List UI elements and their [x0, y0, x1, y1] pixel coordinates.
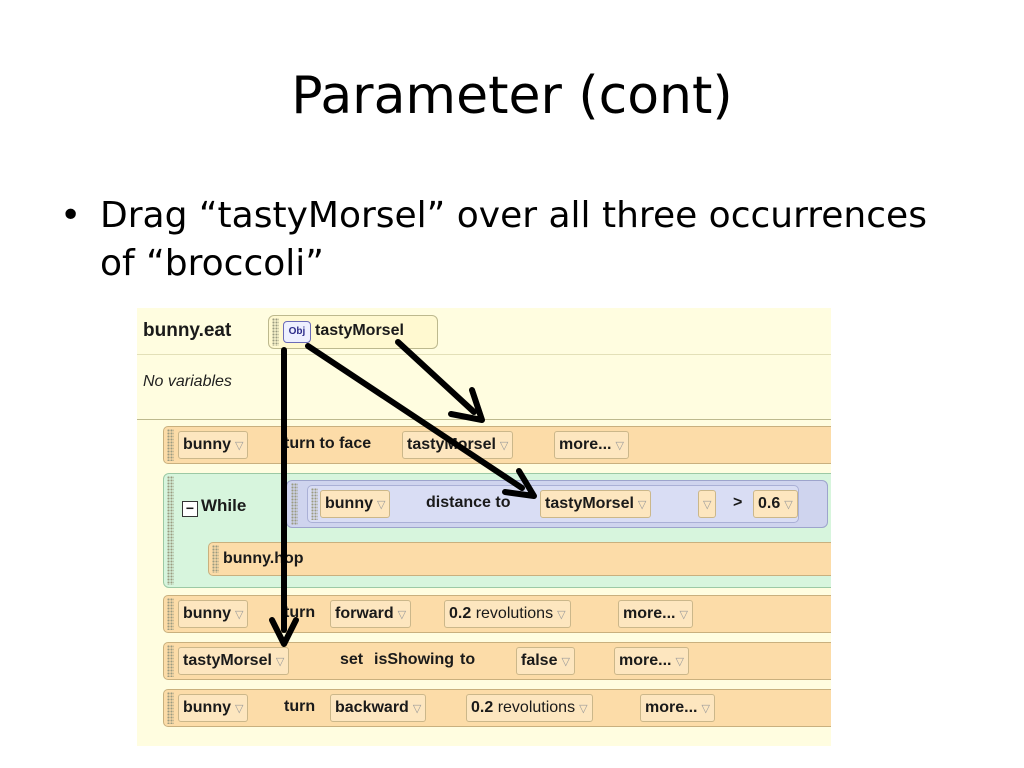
dropdown-arrow-icon: ▽ — [675, 656, 684, 668]
bullet-text: Drag “tastyMorsel” over all three occurr… — [100, 195, 927, 284]
drag-grip[interactable] — [272, 318, 279, 346]
no-variables-label: No variables — [143, 373, 232, 390]
drag-grip[interactable] — [311, 488, 318, 520]
dropdown-arrow-icon: ▽ — [784, 499, 793, 511]
direction-dropdown[interactable]: backward▽ — [330, 694, 427, 722]
drag-grip[interactable] — [212, 545, 219, 573]
statement-turn-backward[interactable]: bunny▽ turn backward▽ 0.2 revolutions▽ m… — [163, 689, 831, 727]
variables-area: No variables — [137, 355, 831, 420]
statement-turn-forward[interactable]: bunny▽ turn forward▽ 0.2 revolutions▽ mo… — [163, 595, 831, 633]
dropdown-arrow-icon: ▽ — [703, 499, 712, 511]
dropdown-arrow-icon: ▽ — [679, 609, 688, 621]
drag-grip[interactable] — [167, 645, 174, 677]
object-dropdown[interactable]: bunny▽ — [320, 490, 391, 518]
more-dropdown[interactable]: more...▽ — [618, 600, 693, 628]
target-dropdown[interactable]: tastyMorsel▽ — [402, 431, 514, 459]
distance-expression[interactable]: bunny▽ distance to tastyMorsel▽ ▽ — [307, 485, 799, 523]
method-editor: bunny.eat Obj tastyMorsel No variables b… — [137, 308, 831, 746]
collapse-icon[interactable]: − — [182, 501, 198, 517]
while-block[interactable]: −While bunny▽ distance to tastyMorsel▽ ▽… — [163, 473, 831, 588]
parameter-tile[interactable]: Obj tastyMorsel — [268, 315, 438, 349]
dropdown-arrow-icon: ▽ — [377, 499, 386, 511]
dropdown-arrow-icon: ▽ — [701, 703, 710, 715]
parameter-name: tastyMorsel — [315, 322, 404, 339]
dropdown-arrow-icon: ▽ — [579, 703, 588, 715]
method-header: bunny.eat Obj tastyMorsel — [137, 308, 831, 355]
comparison-operator: > — [733, 494, 743, 511]
dropdown-arrow-icon: ▽ — [615, 440, 624, 452]
dropdown-arrow-icon: ▽ — [235, 609, 244, 621]
bullet-dot: • — [60, 195, 82, 236]
object-dropdown[interactable]: bunny▽ — [178, 694, 249, 722]
dropdown-arrow-icon: ▽ — [397, 609, 407, 621]
value-dropdown[interactable]: false▽ — [516, 647, 575, 675]
object-dropdown[interactable]: bunny▽ — [178, 431, 249, 459]
drag-grip[interactable] — [167, 429, 174, 461]
object-type-icon: Obj — [283, 321, 311, 343]
statement-turn-to-face[interactable]: bunny▽ turn to face tastyMorsel▽ more...… — [163, 426, 831, 464]
drag-grip[interactable] — [167, 598, 174, 630]
method-label: turn — [284, 604, 316, 621]
dropdown-arrow-icon: ▽ — [561, 656, 570, 668]
more-dropdown[interactable]: more...▽ — [640, 694, 715, 722]
more-dropdown[interactable]: more...▽ — [614, 647, 689, 675]
dropdown-arrow-icon: ▽ — [499, 440, 509, 452]
object-dropdown[interactable]: tastyMorsel▽ — [178, 647, 290, 675]
operand-dropdown[interactable]: ▽ — [698, 490, 717, 518]
drag-grip[interactable] — [167, 476, 174, 585]
amount-dropdown[interactable]: 0.2 revolutions▽ — [466, 694, 593, 722]
set-label: set — [340, 651, 364, 668]
statement-set-isshowing[interactable]: tastyMorsel▽ set isShowing to false▽ mor… — [163, 642, 831, 680]
object-dropdown[interactable]: bunny▽ — [178, 600, 249, 628]
drag-grip[interactable] — [291, 483, 298, 525]
dropdown-arrow-icon: ▽ — [275, 656, 285, 668]
drag-grip[interactable] — [167, 692, 174, 724]
while-condition[interactable]: bunny▽ distance to tastyMorsel▽ ▽ > 0.6▽ — [286, 480, 828, 528]
value-dropdown[interactable]: 0.6▽ — [753, 490, 798, 518]
to-label: to — [460, 651, 476, 668]
method-name: bunny.eat — [143, 320, 232, 341]
more-dropdown[interactable]: more...▽ — [554, 431, 629, 459]
dropdown-arrow-icon: ▽ — [557, 609, 566, 621]
argument-dropdown[interactable]: tastyMorsel▽ — [540, 490, 652, 518]
statement-hop[interactable]: bunny.hop — [208, 542, 831, 576]
dropdown-arrow-icon: ▽ — [235, 703, 244, 715]
dropdown-arrow-icon: ▽ — [235, 440, 244, 452]
method-call-label: bunny.hop — [223, 550, 304, 567]
direction-dropdown[interactable]: forward▽ — [330, 600, 412, 628]
amount-dropdown[interactable]: 0.2 revolutions▽ — [444, 600, 571, 628]
function-label: distance to — [426, 494, 511, 511]
property-label: isShowing — [374, 651, 454, 668]
method-label: turn — [284, 698, 316, 715]
dropdown-arrow-icon: ▽ — [637, 499, 647, 511]
while-label[interactable]: −While — [182, 496, 246, 517]
method-label: turn to face — [284, 435, 372, 452]
dropdown-arrow-icon: ▽ — [412, 703, 422, 715]
slide-title: Parameter (cont) — [291, 66, 733, 126]
